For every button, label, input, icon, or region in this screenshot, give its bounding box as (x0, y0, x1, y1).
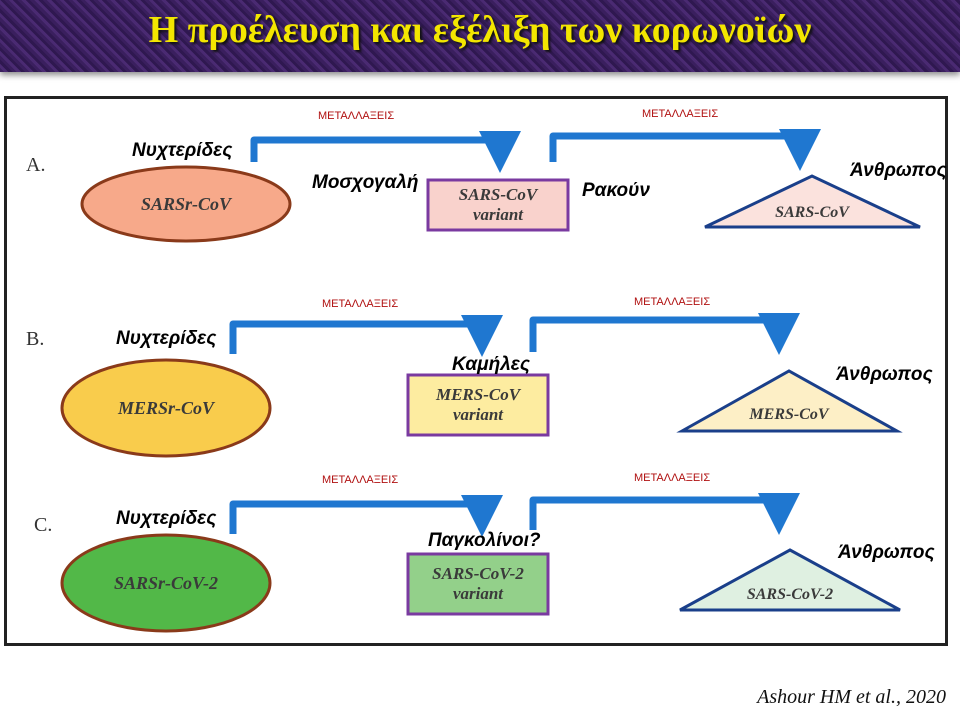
source-ellipse-a (80, 165, 292, 243)
intermediate-host-b: Καμήλες (452, 354, 530, 375)
mutation-label-a1: ΜΕΤΑΛΛΑΞΕΙΣ (318, 110, 395, 122)
intermediate-host-c: Παγκολίνοι? (428, 530, 541, 551)
title-bar: Η προέλευση και εξέλιξη των κορωνοϊών (0, 0, 960, 72)
human-host-c: Άνθρωπος (838, 542, 935, 563)
human-host-b: Άνθρωπος (836, 364, 933, 385)
variant-line1-b: MERS-CoV (435, 385, 521, 405)
human-virus-a: SARS-CoV (775, 204, 849, 221)
mutation-arrow-c2 (529, 493, 800, 535)
mutation-label-c2: ΜΕΤΑΛΛΑΞΕΙΣ (634, 472, 711, 484)
source-virus-b: MERSr-CoV (117, 398, 215, 418)
intermediate-host2-a: Ρακούν (582, 180, 650, 201)
variant-box-c (406, 552, 550, 616)
variant-line1-c: SARS-CoV-2 (432, 564, 524, 584)
citation: Ashour HM et al., 2020 (757, 686, 946, 708)
variant-line2-c: variant (452, 584, 504, 603)
source-host-c: Νυχτερίδες (116, 508, 217, 529)
human-virus-b: MERS-CoV (749, 406, 829, 423)
mutation-arrow-b2 (529, 313, 800, 355)
mutation-arrow-a1 (250, 131, 521, 173)
human-triangle-b (676, 369, 903, 433)
human-virus-c: SARS-CoV-2 (746, 586, 834, 603)
human-triangle-c (679, 548, 901, 612)
row-label-a: A. (26, 154, 46, 176)
mutation-label-a2: ΜΕΤΑΛΛΑΞΕΙΣ (642, 108, 719, 120)
row-label-b: B. (26, 328, 45, 350)
variant-label-c: SARS-CoV-2 variant (408, 554, 548, 614)
mutation-arrow-a2 (549, 129, 821, 171)
variant-box-a (426, 178, 570, 232)
human-host-a: Άνθρωπος (850, 160, 947, 181)
variant-line1-a: SARS-CoV (458, 185, 538, 205)
variant-line2-b: variant (452, 405, 504, 424)
page-title: Η προέλευση και εξέλιξη των κορωνοϊών (148, 9, 812, 51)
row-label-c: C. (34, 514, 53, 536)
intermediate-host-a: Μοσχογαλή (312, 172, 419, 193)
human-triangle-a (704, 174, 921, 229)
variant-label-b: MERS-CoV variant (408, 375, 548, 435)
source-host-a: Νυχτερίδες (132, 140, 233, 161)
mutation-arrow-c1 (229, 495, 503, 537)
source-ellipse-b (60, 358, 272, 458)
mutation-arrow-b1 (229, 315, 503, 357)
mutation-label-b1: ΜΕΤΑΛΛΑΞΕΙΣ (322, 298, 399, 310)
source-virus-c: SARSr-CoV-2 (113, 573, 219, 593)
source-virus-a: SARSr-CoV (140, 194, 232, 214)
source-host-b: Νυχτερίδες (116, 328, 217, 349)
mutation-label-b2: ΜΕΤΑΛΛΑΞΕΙΣ (634, 296, 711, 308)
variant-box-b (406, 373, 550, 437)
mutation-label-c1: ΜΕΤΑΛΛΑΞΕΙΣ (322, 474, 399, 486)
variant-line2-a: variant (472, 205, 524, 224)
variant-label-a: SARS-CoV variant (428, 180, 568, 230)
source-ellipse-c (60, 533, 272, 633)
